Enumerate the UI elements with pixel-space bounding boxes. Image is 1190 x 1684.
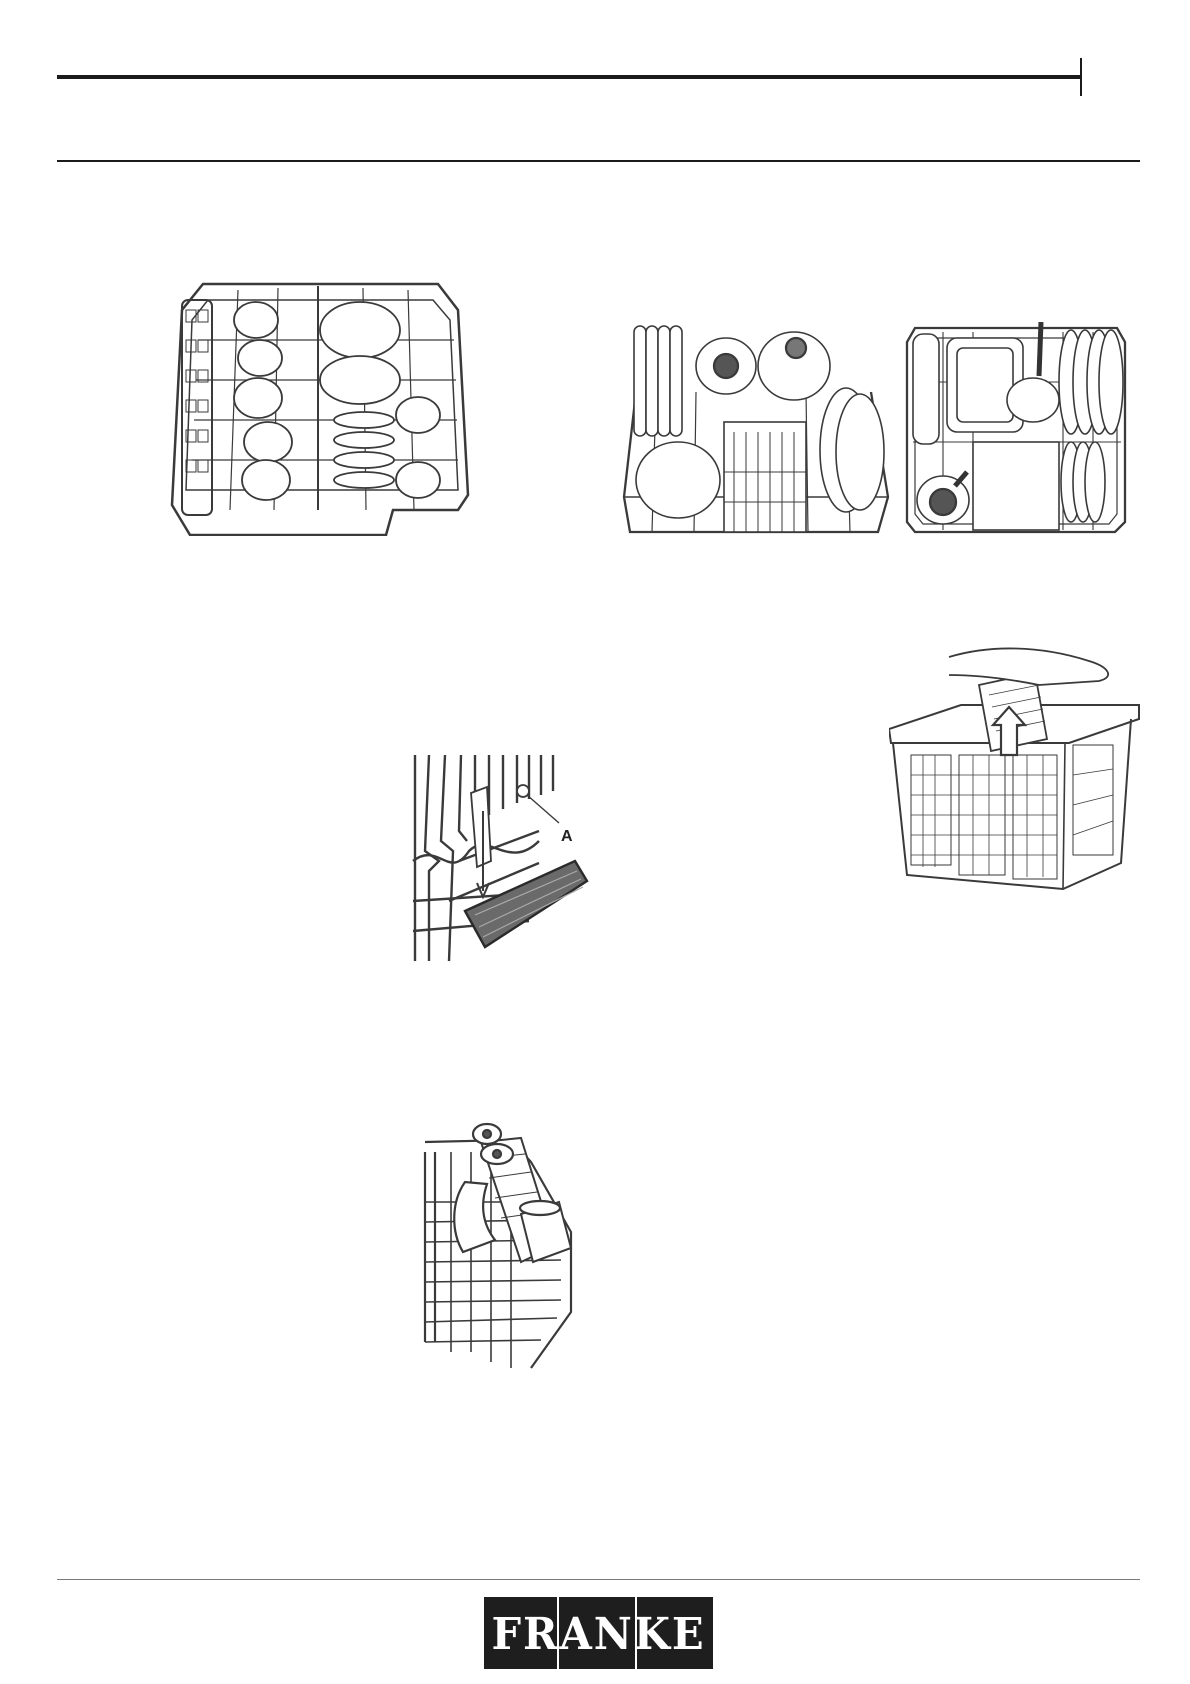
rack-hinge-illustration: A <box>409 751 593 965</box>
cutlery-basket-illustration <box>889 645 1141 893</box>
lower-rack-variant-illustration <box>903 322 1129 534</box>
section-rule <box>57 160 1140 162</box>
upper-rack-illustration <box>168 280 472 536</box>
header-rule-tick <box>1080 58 1082 96</box>
footer-rule <box>57 1579 1140 1580</box>
brand-logo: FRANKE <box>484 1597 713 1669</box>
foldable-rack-illustration <box>421 1122 591 1372</box>
header-rule <box>57 75 1082 79</box>
hinge-callout-label: A <box>561 828 573 845</box>
lower-rack-illustration <box>616 322 890 534</box>
brand-logo-text: FRANKE <box>492 1609 706 1660</box>
